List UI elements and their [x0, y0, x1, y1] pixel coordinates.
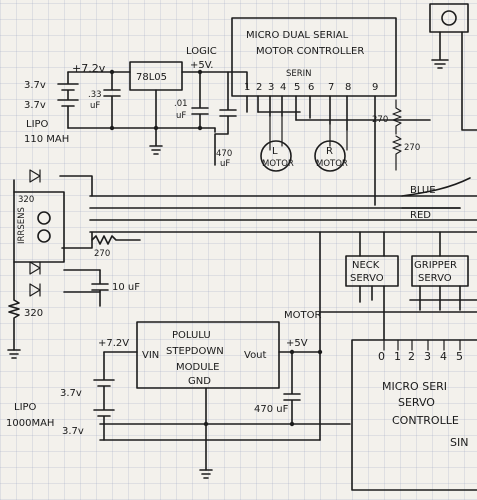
motor-controller-title-1: MICRO DUAL SERIAL — [246, 30, 349, 41]
pin-8: 8 — [345, 82, 351, 93]
battery-2 — [93, 351, 115, 441]
top-right-component — [429, 3, 469, 33]
neck-servo-2: SERVO — [350, 273, 384, 284]
cap-470uf-b — [283, 351, 301, 425]
stepdown-module — [136, 321, 280, 389]
plus5v-label: +5V — [286, 338, 308, 349]
cap-01uf — [191, 71, 209, 129]
servo-controller-2: SERVO — [398, 396, 435, 409]
cap10-label: 10 uF — [112, 282, 140, 293]
servo-controller-3: CONTROLLE — [392, 414, 459, 427]
motor-left — [260, 140, 292, 172]
motor-r-letter: R — [326, 146, 333, 157]
servo-pin-0: 0 — [378, 350, 385, 363]
res-270b: 270 — [404, 143, 420, 153]
sin-label: SIN — [450, 436, 468, 449]
pin-6: 6 — [308, 82, 314, 93]
cap470b-label: 470 uF — [254, 404, 289, 415]
servo-pin-4: 4 — [440, 350, 447, 363]
motor-top-label: MOTOR — [284, 310, 321, 321]
motor-r-word: MOTOR — [316, 159, 348, 169]
cap-033uf — [103, 71, 121, 129]
battery-1 — [57, 71, 79, 129]
cap01-unit: uF — [176, 111, 186, 121]
battery1-type: LIPO — [26, 119, 49, 130]
cap033-value: .33 — [88, 90, 102, 100]
wire-red-label: RED — [410, 210, 431, 221]
battery1-cell1: 3.7v — [24, 80, 46, 91]
serin-label: SERIN — [286, 69, 312, 79]
gripper-servo-1: GRIPPER — [414, 260, 457, 271]
wire-blue-label: BLUE — [410, 185, 436, 196]
stepdown-line-3: MODULE — [176, 362, 219, 373]
pin-5: 5 — [294, 82, 300, 93]
battery2-capacity: 1000MAH — [6, 418, 54, 429]
battery1-capacity: 110 MAH — [24, 134, 69, 145]
cap470a-value: 470 — [216, 149, 232, 159]
motor-right — [314, 140, 346, 172]
regulator-label: 78L05 — [136, 72, 167, 83]
motor-l-word: MOTOR — [262, 159, 294, 169]
cap033-unit: uF — [90, 101, 100, 111]
motor-controller-box — [231, 17, 397, 97]
battery2-type: LIPO — [14, 402, 37, 413]
stepdown-line-2: STEPDOWN — [166, 346, 224, 357]
pin-9: 9 — [372, 82, 378, 93]
res-270a: 270 — [372, 115, 388, 125]
logic-voltage: +5V. — [190, 60, 213, 71]
res-320a: 320 — [18, 195, 34, 205]
gripper-servo-2: SERVO — [418, 273, 452, 284]
battery2-cell2: 3.7v — [62, 426, 84, 437]
pin-7: 7 — [328, 82, 334, 93]
plus72v-label: +7.2V — [98, 338, 129, 349]
pin-4: 4 — [280, 82, 286, 93]
cap470a-unit: uF — [220, 159, 230, 169]
logic-label: LOGIC — [186, 46, 217, 57]
battery1-voltage: +7.2v — [72, 62, 106, 75]
servo-controller-1: MICRO SERI — [382, 380, 447, 393]
cap-10uf — [91, 269, 109, 307]
battery2-cell1: 3.7v — [60, 388, 82, 399]
pin-2: 2 — [256, 82, 262, 93]
sensor-label: IRRSENS — [17, 207, 27, 244]
servo-pin-1: 1 — [394, 350, 401, 363]
servo-pin-3: 3 — [424, 350, 431, 363]
vout-label: Vout — [244, 350, 267, 361]
cap-470uf-a — [214, 71, 237, 166]
pin-3: 3 — [268, 82, 274, 93]
servo-pin-5: 5 — [456, 350, 463, 363]
ir-sensor — [13, 191, 65, 263]
motor-l-letter: L — [272, 146, 278, 157]
cap01-value: .01 — [174, 99, 188, 109]
neck-servo-1: NECK — [352, 260, 380, 271]
servo-pin-2: 2 — [408, 350, 415, 363]
motor-controller-title-2: MOTOR CONTROLLER — [256, 46, 364, 57]
pin-1: 1 — [244, 82, 250, 93]
stepdown-line-1: POLULU — [172, 330, 211, 341]
stepdown-gnd: GND — [188, 376, 211, 387]
battery1-cell2: 3.7v — [24, 100, 46, 111]
res-320b: 320 — [24, 308, 43, 319]
ground-symbol — [149, 89, 163, 155]
vin-label: VIN — [142, 350, 159, 361]
res-270c: 270 — [94, 249, 110, 259]
